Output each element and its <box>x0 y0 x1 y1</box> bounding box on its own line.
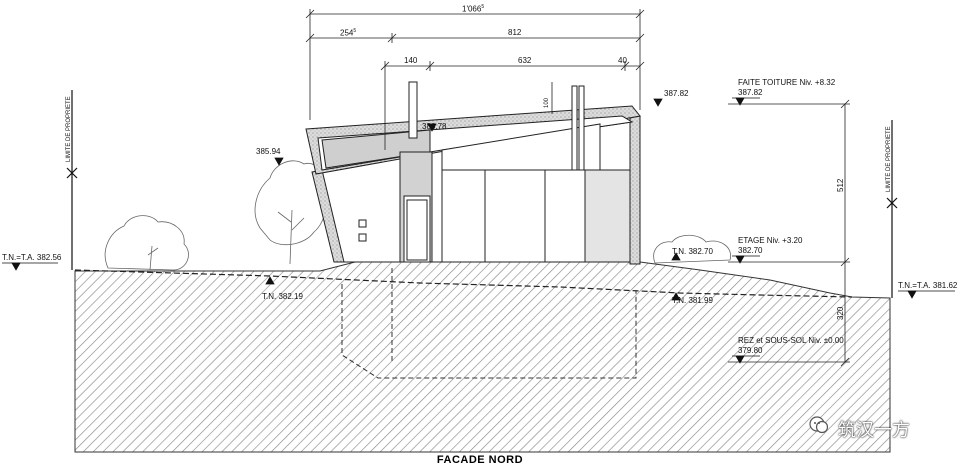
dim-chimney: 100 <box>544 97 550 108</box>
tn-left-label: T.N.=T.A. 382.56 <box>2 253 62 262</box>
tn-right-label: T.N.=T.A. 381.62 <box>898 281 958 290</box>
chimney-left <box>408 81 418 139</box>
property-limit-right <box>886 120 898 298</box>
rez-value: 379.80 <box>738 346 763 355</box>
etage-value: 382.70 <box>738 246 763 255</box>
dimension-lines-top <box>305 9 645 150</box>
dimension-lines-side <box>728 99 850 367</box>
dim-seg-c: 40 <box>618 56 627 65</box>
tree-left <box>104 160 327 271</box>
rez-label: REZ et SOUS-SOL Niv. ±0.00 <box>738 336 844 345</box>
dim-side-upper: 512 <box>836 178 845 192</box>
basement-outline <box>341 284 637 379</box>
roof-mid-value: 386.78 <box>422 122 447 131</box>
tn-a-label: T.N. 382.19 <box>262 292 303 301</box>
etage-label: ETAGE Niv. +3.20 <box>738 236 803 245</box>
eave-left-value: 385.94 <box>256 147 281 156</box>
level-markers <box>2 97 955 364</box>
property-limit-left <box>66 90 78 270</box>
dim-overall: 1'0665 <box>462 4 485 14</box>
ground-section <box>74 261 891 453</box>
tn-c-label: T.N. 381.99 <box>672 296 713 305</box>
tn-b-label: T.N. 382.70 <box>672 247 713 256</box>
chimney-right-b <box>578 85 585 171</box>
dim-right: 812 <box>508 28 522 37</box>
chimney-right-a <box>571 85 578 171</box>
dim-seg-a: 140 <box>404 56 418 65</box>
house <box>305 81 641 265</box>
natural-terrain-line <box>74 269 853 298</box>
wechat-icon <box>809 416 829 434</box>
watermark-text: 筑汉一方 <box>838 420 910 441</box>
property-limit-right-label: LIMITE DE PROPRIETE <box>886 126 892 192</box>
dim-side-lower: 320 <box>836 306 845 320</box>
roof-level-label: FAITE TOITURE Niv. +8.32 <box>738 78 836 87</box>
roof-left-value: 387.82 <box>664 89 689 98</box>
drawing-title: FACADE NORD <box>436 454 524 466</box>
shrub-right <box>653 234 732 264</box>
roof-level-value: 387.82 <box>738 88 763 97</box>
dim-left: 2545 <box>340 28 357 38</box>
property-limit-left-label: LIMITE DE PROPRIETE <box>66 96 72 162</box>
dim-seg-b: 632 <box>518 56 532 65</box>
